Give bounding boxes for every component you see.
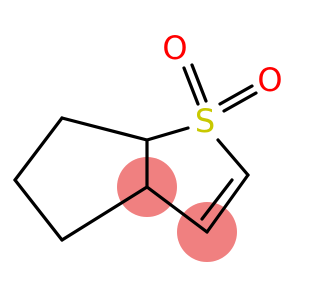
bond-s-o-right-b <box>222 91 258 113</box>
bond-s-o-right-a <box>218 84 254 106</box>
atom-sulfur: S <box>195 102 215 140</box>
atom-oxygen-right: O <box>257 61 282 99</box>
bond-c2-c3 <box>205 173 250 234</box>
bond-c3-c4 <box>145 185 209 234</box>
bond-c7-c6 <box>13 116 64 182</box>
bond-c7a-c7 <box>60 116 149 142</box>
molecule-canvas: S O O <box>13 29 283 262</box>
bond-s-o-top-b <box>190 63 208 103</box>
bond-s-o-top-a <box>182 66 200 106</box>
bond-s-c2 <box>216 138 250 177</box>
bond-c2-c3-inner <box>200 178 234 221</box>
molecule-structure: S O O <box>13 29 283 262</box>
bond-c6-c5 <box>13 178 64 242</box>
bond-c7a-s <box>145 126 190 142</box>
atom-oxygen-top: O <box>162 29 187 67</box>
bond-c5-c4 <box>60 185 149 242</box>
